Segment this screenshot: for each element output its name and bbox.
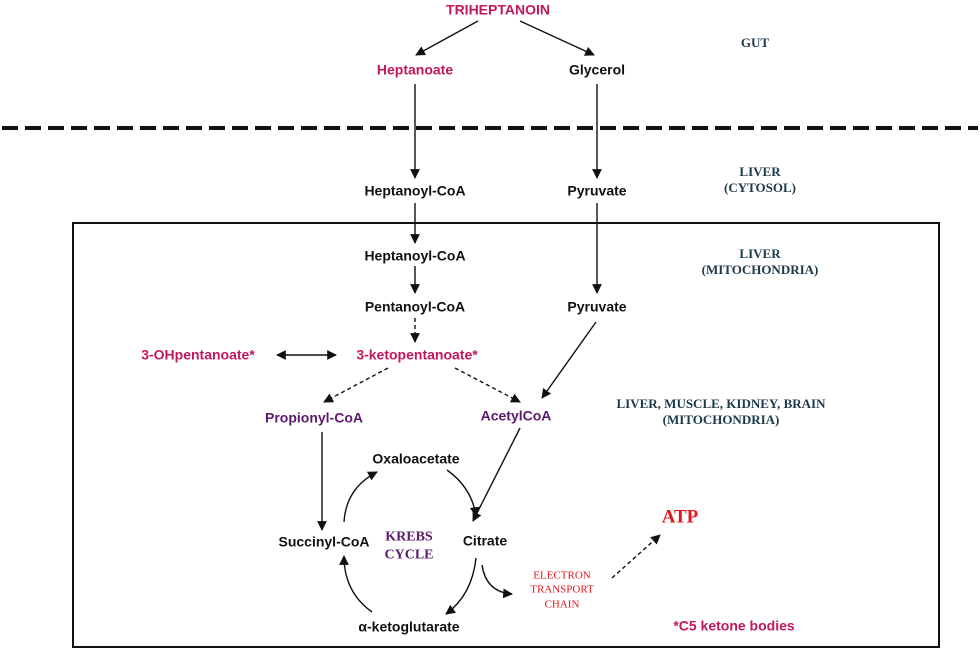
node-acetyl-coa: AcetylCoA [480,407,552,424]
node-pentanoyl-coa: Pentanoyl-CoA [364,298,466,315]
node-triheptanoin: TRIHEPTANOIN [446,1,550,18]
node-citrate: Citrate [462,532,508,549]
node-glycerol: Glycerol [568,61,626,78]
arrow-citrate-etc [481,564,513,599]
arrow-citrate-ketoglutarate [445,557,477,615]
arrow-etc-atp [611,534,661,579]
arrow-ketoglutarate-succinylcoa [339,555,373,613]
compartment-tissues-mitochondria: LIVER, MUSCLE, KIDNEY, BRAIN (MITOCHONDR… [616,396,825,429]
etc-line-1: ELECTRON [533,569,591,582]
arrow-triheptanoin-heptanoate [415,20,479,56]
arrow-acetylcoa-citrate [472,427,521,522]
etc-line-2: TRANSPORT [530,583,594,596]
liver-mito-line-2: (MITOCHONDRIA) [701,262,819,277]
liver-mito-line-1: LIVER [739,245,781,261]
etc-line-3: CHAIN [544,598,580,611]
arrow-ketopentanoate-acetylcoa [454,367,521,403]
compartment-liver-cytosol: LIVER (CYTOSOL) [724,164,796,197]
arrow-triheptanoin-glycerol [519,20,595,56]
arrow-succinylcoa-oxaloacetate [343,471,378,523]
arrow-ketopentanoate-propionylcoa [323,367,389,403]
arrow-oxaloacetate-citrate [446,469,480,517]
node-pyruvate-cytosol: Pyruvate [567,182,627,199]
liver-cytosol-line-1: LIVER [739,163,781,179]
node-heptanoyl-coa-cytosol: Heptanoyl-CoA [364,182,466,199]
tissues-line-2: (MITOCHONDRIA) [662,412,780,427]
liver-cytosol-line-2: (CYTOSOL) [724,180,796,195]
node-heptanoyl-coa-mito: Heptanoyl-CoA [364,247,466,264]
tissues-line-1: LIVER, MUSCLE, KIDNEY, BRAIN [616,395,826,411]
footnote-c5-ketone-bodies: *C5 ketone bodies [673,617,795,634]
node-atp: ATP [661,506,699,528]
node-heptanoate: Heptanoate [376,61,454,78]
node-succinyl-coa: Succinyl-CoA [278,533,370,550]
krebs-line-1: KREBS [385,529,433,545]
node-propionyl-coa: Propionyl-CoA [265,409,363,426]
node-3-ohpentanoate: 3-OHpentanoate* [141,346,255,363]
krebs-cycle-label: KREBS CYCLE [384,529,433,564]
compartment-gut: GUT [740,34,770,50]
node-oxaloacetate: Oxaloacetate [372,450,460,467]
electron-transport-chain-label: ELECTRON TRANSPORT CHAIN [530,569,594,612]
mitochondria-box [72,222,940,648]
arrow-pyruvate-acetylcoa [541,321,597,399]
node-pyruvate-mito: Pyruvate [567,298,627,315]
node-alpha-ketoglutarate: α-ketoglutarate [358,618,460,635]
node-3-ketopentanoate: 3-ketopentanoate* [356,346,478,363]
krebs-line-2: CYCLE [384,547,434,562]
compartment-liver-mitochondria: LIVER (MITOCHONDRIA) [702,246,819,279]
